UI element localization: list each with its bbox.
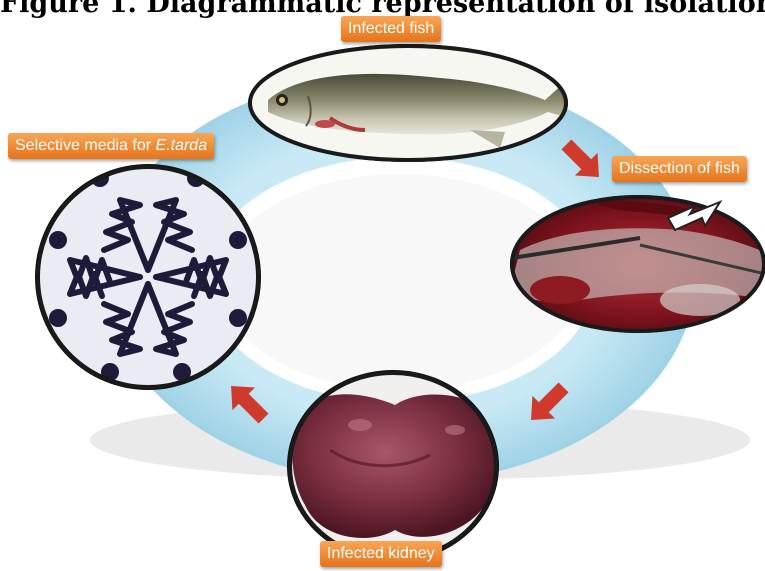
label-infected-kidney: Infected kidney xyxy=(320,541,442,567)
agar-plate-photo xyxy=(35,164,261,390)
selective-media-text: Selective media for xyxy=(15,137,156,154)
organism-name: E.tarda xyxy=(156,137,208,154)
label-selective-media: Selective media for E.tarda xyxy=(8,133,214,159)
label-infected-fish: Infected fish xyxy=(341,16,441,42)
label-dissection: Dissection of fish xyxy=(612,156,747,182)
